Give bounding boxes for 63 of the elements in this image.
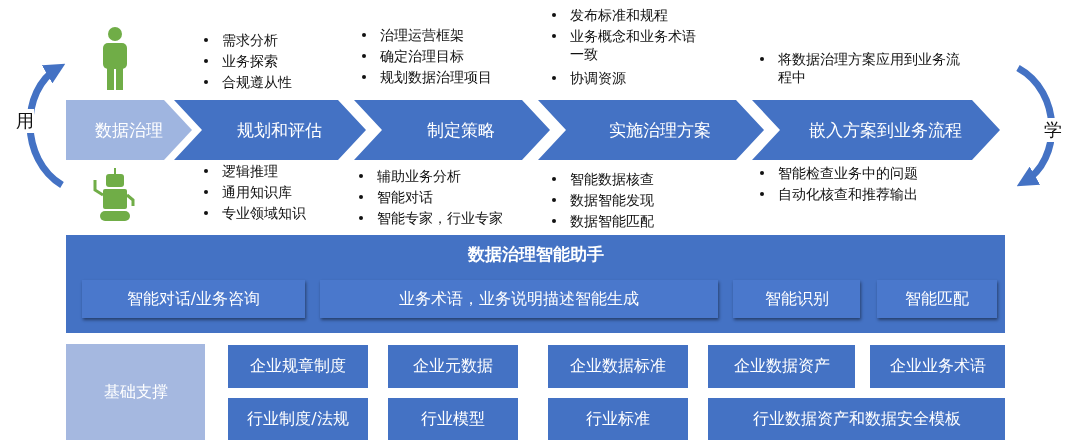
node-text: 规划和评估 bbox=[236, 118, 322, 142]
capability-box bbox=[877, 280, 997, 318]
bullet-text: 发布标准和规程 bbox=[570, 6, 668, 24]
node-text: 制定策略 bbox=[427, 118, 495, 142]
resource-box bbox=[708, 398, 1005, 440]
bullet-text: 逻辑推理 bbox=[222, 162, 278, 180]
process-step bbox=[66, 100, 192, 160]
cycle-label: 学 bbox=[1044, 118, 1062, 142]
process-step bbox=[354, 100, 550, 160]
capability-box bbox=[320, 280, 718, 318]
resource-box bbox=[388, 398, 518, 440]
bullet-text: 合规遵从性 bbox=[222, 73, 292, 91]
bullet-text: 业务概念和业务术语一致 bbox=[570, 27, 697, 63]
capability-box bbox=[82, 280, 305, 318]
bullet-text: 智能检查业务中的问题 bbox=[778, 164, 918, 182]
node-text: 基础支撑 bbox=[103, 381, 168, 403]
process-step bbox=[174, 100, 366, 160]
bullet-text: 需求分析 bbox=[222, 31, 278, 49]
bullet-text: 辅助业务分析 bbox=[377, 167, 461, 185]
node-text: 行业标准 bbox=[586, 408, 650, 430]
bullet-text: 业务探索 bbox=[222, 52, 278, 70]
resource-box bbox=[388, 345, 518, 388]
bullet-text: 通用知识库 bbox=[222, 183, 292, 201]
bullet-text: 将数据治理方案应用到业务流程中 bbox=[778, 50, 961, 86]
resource-box bbox=[708, 345, 855, 388]
node-text: 实施治理方案 bbox=[609, 118, 711, 142]
bullet-text: 自动化核查和推荐输出 bbox=[778, 185, 918, 203]
node-text: 智能对话/业务咨询 bbox=[126, 288, 261, 310]
bullet-text: 治理运营框架 bbox=[380, 26, 464, 44]
capability-box bbox=[733, 280, 860, 318]
bullet-text: 专业领域知识 bbox=[222, 204, 306, 222]
node-text: 企业元数据 bbox=[413, 356, 493, 377]
bullet-text: 智能数据核查 bbox=[570, 170, 654, 188]
node-text: 行业模型 bbox=[421, 408, 485, 430]
resource-box bbox=[548, 398, 688, 440]
node-text: 业务术语，业务说明描述智能生成 bbox=[399, 288, 639, 310]
node-text: 行业数据资产和数据安全模板 bbox=[752, 408, 961, 430]
bullet-text: 数据智能发现 bbox=[570, 191, 654, 209]
panel-title: 数据治理智能助手 bbox=[467, 243, 604, 266]
bullet-text: 确定治理目标 bbox=[380, 47, 464, 65]
process-step bbox=[538, 100, 764, 160]
node-text: 企业规章制度 bbox=[250, 356, 346, 377]
node-text: 数据治理 bbox=[95, 118, 163, 142]
bullet-text: 智能对话 bbox=[377, 188, 433, 206]
resource-box bbox=[548, 345, 688, 388]
node-text: 企业数据资产 bbox=[733, 356, 830, 377]
bullet-text: 智能专家，行业专家 bbox=[377, 209, 503, 227]
bullet-text: 协调资源 bbox=[570, 69, 626, 87]
bullet-text: 数据智能匹配 bbox=[570, 212, 654, 230]
process-step bbox=[752, 100, 1000, 160]
resource-box bbox=[870, 345, 1005, 388]
node-text: 嵌入方案到业务流程 bbox=[808, 118, 962, 142]
foundation-box bbox=[66, 344, 205, 440]
node-text: 企业业务术语 bbox=[889, 356, 986, 377]
cycle-label: 用 bbox=[16, 109, 34, 133]
node-text: 智能识别 bbox=[764, 288, 829, 310]
node-text: 企业数据标准 bbox=[570, 356, 666, 377]
assistant-panel bbox=[66, 235, 1005, 333]
bullet-text: 规划数据治理项目 bbox=[380, 68, 492, 86]
resource-box bbox=[228, 398, 368, 440]
node-text: 行业制度/法规 bbox=[247, 408, 349, 430]
resource-box bbox=[228, 345, 368, 388]
node-text: 智能匹配 bbox=[905, 288, 969, 310]
